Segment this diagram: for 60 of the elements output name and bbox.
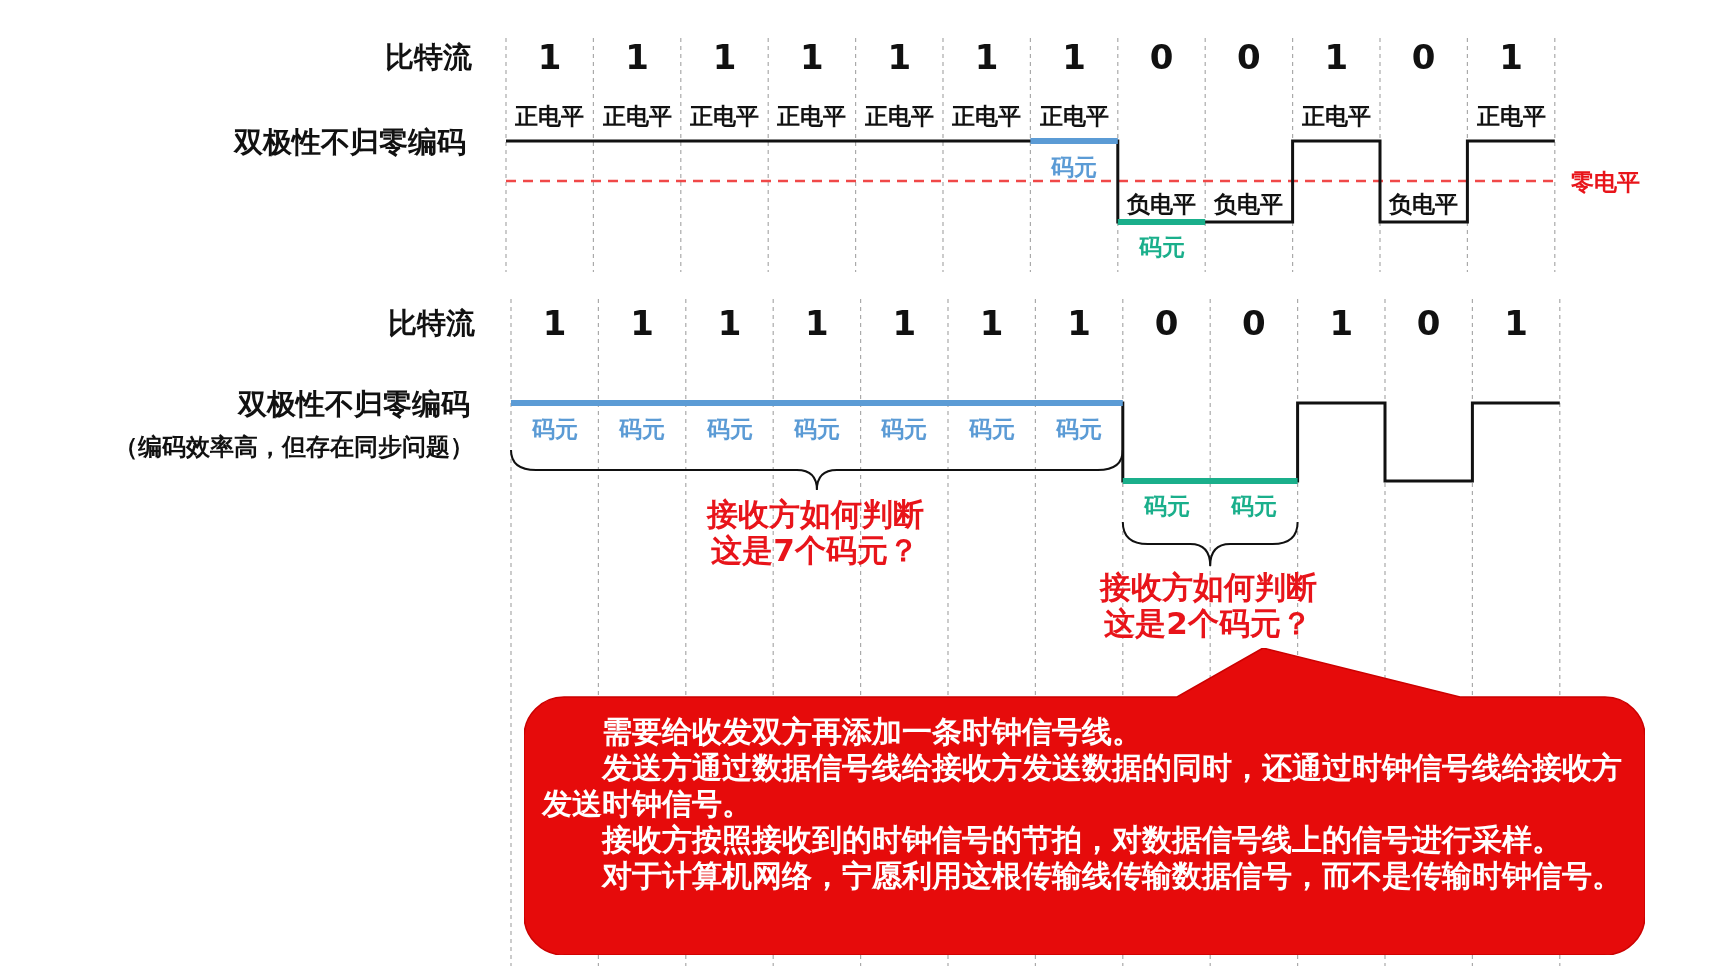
bit-value: 1 <box>542 304 567 344</box>
bit-value: 1 <box>892 304 917 344</box>
bit-value: 1 <box>979 304 1004 344</box>
level-label: 正电平 <box>1039 102 1109 130</box>
callout-paragraph: 接收方按照接收到的时钟信号的节拍，对数据信号线上的信号进行采样。 <box>600 822 1563 858</box>
callout-paragraph: 发送方通过数据信号线给接收方发送数据的同时，还通过时钟信号线给接收方发送时钟信号。 <box>542 750 1623 822</box>
bit-value: 1 <box>1504 304 1528 344</box>
level-label: 正电平 <box>952 102 1022 130</box>
level-label: 负电平 <box>1214 190 1284 218</box>
question-text: 接收方如何判断这是2个码元？ <box>1098 570 1318 642</box>
bit-value: 1 <box>805 304 829 344</box>
bit-value: 1 <box>1324 38 1349 78</box>
symbol-label: 码元 <box>1056 415 1103 443</box>
speech-bubble <box>524 648 1645 955</box>
bit-value: 0 <box>1416 304 1441 344</box>
bit-value: 1 <box>537 38 562 78</box>
callout-paragraph: 需要给收发双方再添加一条时钟信号线。 <box>601 714 1143 750</box>
symbol-label: 码元 <box>881 415 928 443</box>
row-note: （编码效率高，但存在同步问题） <box>114 434 474 462</box>
level-label: 正电平 <box>690 102 759 130</box>
bit-value: 1 <box>974 38 999 78</box>
symbol-label: 码元 <box>706 415 753 443</box>
level-label: 正电平 <box>777 102 847 130</box>
level-label: 正电平 <box>602 102 672 130</box>
symbol-label: 码元 <box>968 415 1015 443</box>
row-label: 双极性不归零编码 <box>234 126 466 160</box>
bit-value: 1 <box>800 38 824 78</box>
bit-value: 0 <box>1411 38 1436 78</box>
bit-value: 1 <box>1499 38 1523 78</box>
level-label: 正电平 <box>1301 102 1371 130</box>
row-label: 双极性不归零编码 <box>238 388 470 422</box>
bit-value: 1 <box>625 38 649 78</box>
level-label: 正电平 <box>864 102 934 130</box>
bit-value: 0 <box>1242 304 1266 344</box>
question-text: 接收方如何判断这是7个码元？ <box>705 497 925 569</box>
level-label: 负电平 <box>1389 190 1459 218</box>
bit-value: 0 <box>1154 304 1179 344</box>
bit-value: 1 <box>1329 304 1354 344</box>
symbol-label: 码元 <box>1051 153 1098 181</box>
bit-value: 1 <box>712 38 737 78</box>
level-label: 负电平 <box>1127 190 1196 218</box>
bit-value: 1 <box>1062 38 1086 78</box>
callout-paragraph: 对于计算机网络，宁愿利用这根传输线传输数据信号，而不是传输时钟信号。 <box>600 858 1623 894</box>
row-label: 比特流 <box>388 307 475 341</box>
level-label: 正电平 <box>1476 102 1546 130</box>
symbol-label: 码元 <box>619 415 666 443</box>
bit-value: 0 <box>1149 38 1174 78</box>
bit-value: 1 <box>887 38 912 78</box>
symbol-label: 码元 <box>793 415 840 443</box>
symbol-label: 码元 <box>1230 492 1277 520</box>
bit-value: 1 <box>630 304 654 344</box>
bit-value: 1 <box>717 304 742 344</box>
zero-level-label: 零电平 <box>1570 168 1640 196</box>
bit-value: 1 <box>1067 304 1091 344</box>
symbol-label: 码元 <box>531 415 578 443</box>
row-label: 比特流 <box>385 41 472 75</box>
symbol-label: 码元 <box>1138 233 1185 261</box>
symbol-label: 码元 <box>1143 492 1190 520</box>
bit-value: 0 <box>1237 38 1261 78</box>
level-label: 正电平 <box>515 102 585 130</box>
